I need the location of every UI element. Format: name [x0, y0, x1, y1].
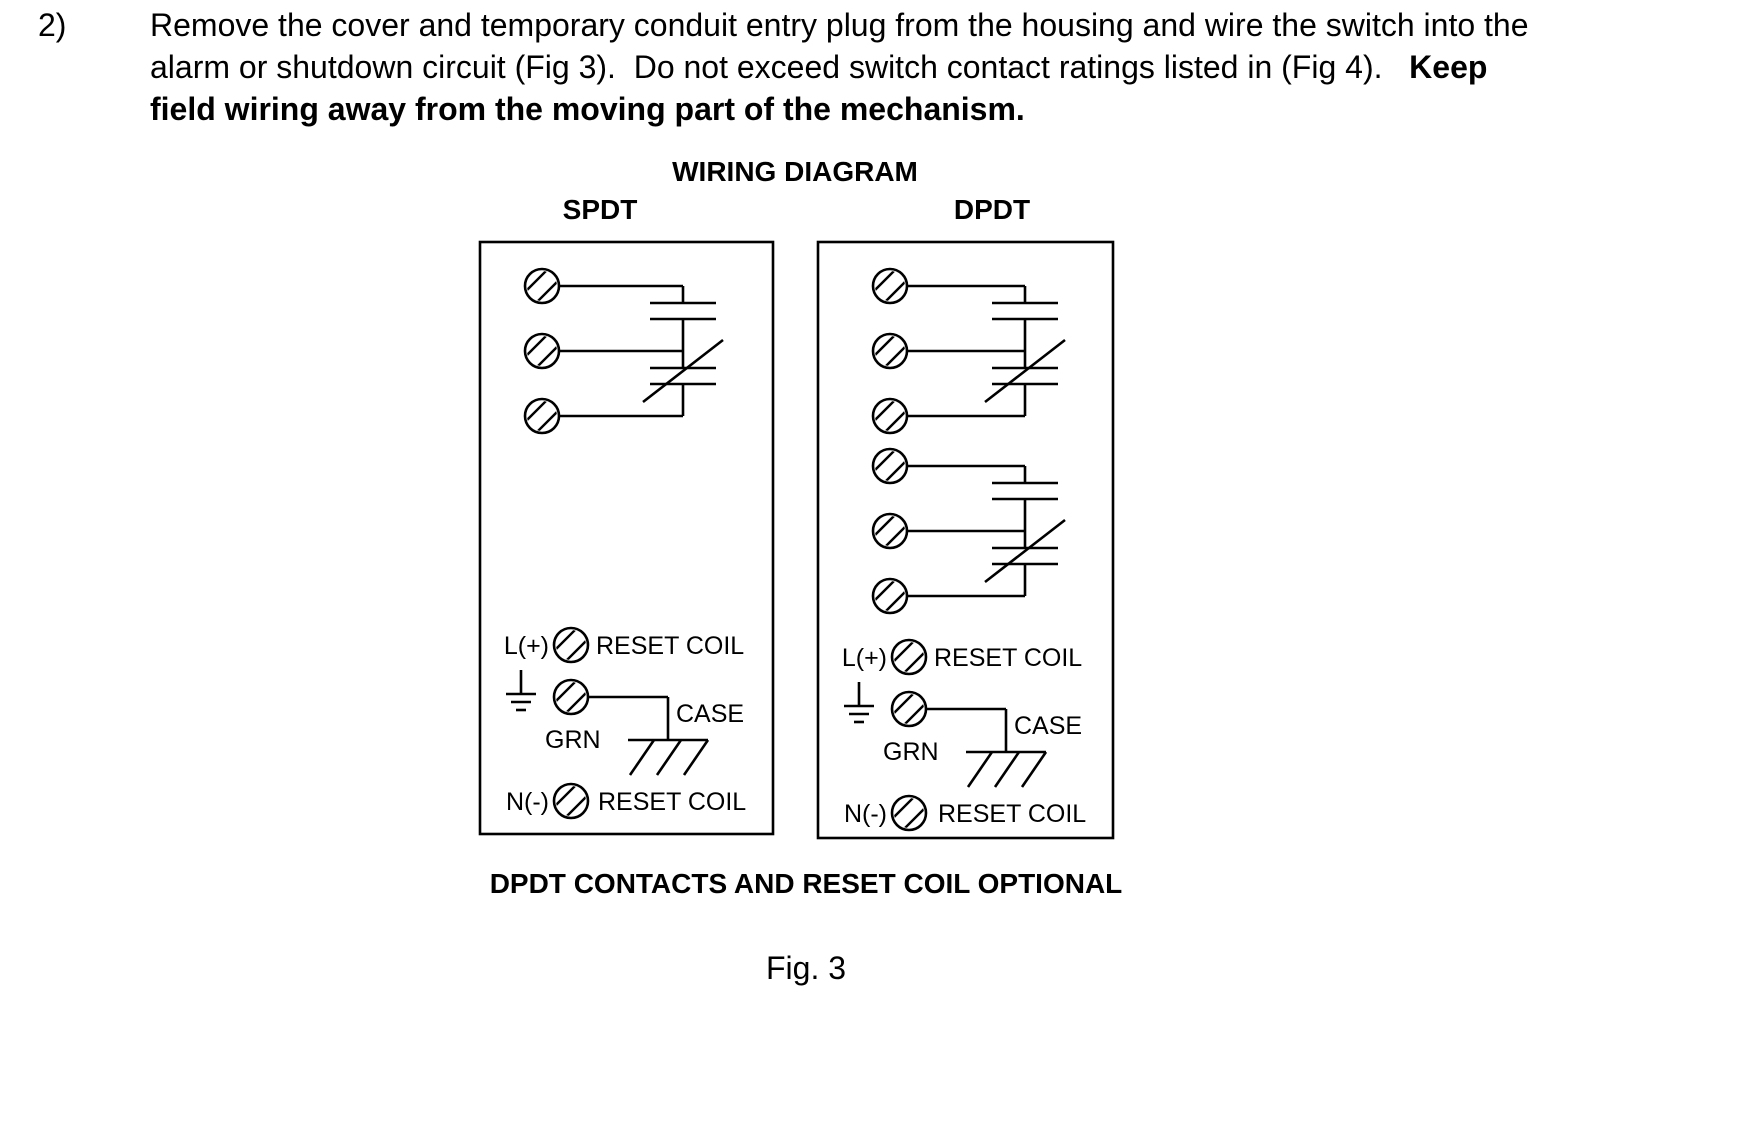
spdt-panel: L(+) RESET COIL CASE GRN N(-) RESET COIL	[478, 240, 775, 836]
terminal-icon	[518, 327, 566, 375]
dpdt-label: DPDT	[954, 194, 1030, 225]
terminal-icon	[866, 392, 914, 440]
step-text: Remove the cover and temporary conduit e…	[150, 4, 1550, 130]
chassis-ground-icon	[626, 738, 710, 777]
step-text-normal: Remove the cover and temporary conduit e…	[150, 7, 1538, 85]
terminal-icon	[518, 262, 566, 310]
dpdt-lplus-label: L(+)	[842, 644, 887, 672]
earth-ground-icon	[504, 668, 538, 712]
step-number: 2)	[38, 7, 67, 43]
terminal-icon	[518, 392, 566, 440]
terminal-icon	[885, 633, 933, 681]
dpdt-panel: L(+) RESET COIL CASE GRN N(-) RESET COIL	[816, 240, 1115, 840]
terminal-icon	[885, 789, 933, 837]
dpdt-grn-label: GRN	[883, 738, 939, 766]
terminal-icon	[547, 621, 595, 669]
dpdt-reset-coil-bottom-label: RESET COIL	[938, 800, 1086, 828]
terminal-icon	[885, 685, 933, 733]
spdt-label: SPDT	[563, 194, 638, 225]
dpdt-nminus-label: N(-)	[844, 800, 887, 828]
step-text-bold: Keep field wiring away from the moving p…	[150, 49, 1497, 127]
terminal-icon	[547, 673, 595, 721]
spdt-lplus-label: L(+)	[504, 632, 549, 660]
spdt-case-label: CASE	[676, 700, 744, 728]
dpdt-wires	[907, 284, 1025, 598]
earth-ground-icon	[842, 680, 876, 724]
spdt-grn-label: GRN	[545, 726, 601, 754]
spdt-nminus-label: N(-)	[506, 788, 549, 816]
terminal-icon	[866, 442, 914, 490]
dpdt-case-wire	[926, 707, 1008, 752]
diagram-caption: DPDT CONTACTS AND RESET COIL OPTIONAL	[490, 868, 1123, 899]
diagram-title: WIRING DIAGRAM	[672, 156, 918, 187]
dpdt-reset-coil-top-label: RESET COIL	[934, 644, 1082, 672]
terminal-icon	[866, 572, 914, 620]
spdt-reset-coil-top-label: RESET COIL	[596, 632, 744, 660]
terminal-icon	[866, 262, 914, 310]
dpdt-case-label: CASE	[1014, 712, 1082, 740]
dpdt-box	[816, 240, 1115, 840]
chassis-ground-icon	[964, 750, 1048, 789]
figure-label: Fig. 3	[766, 950, 846, 986]
spdt-reset-coil-bottom-label: RESET COIL	[598, 788, 746, 816]
terminal-icon	[866, 327, 914, 375]
terminal-icon	[866, 507, 914, 555]
spdt-case-wire	[588, 695, 670, 740]
spdt-box	[478, 240, 775, 836]
terminal-icon	[547, 777, 595, 825]
spdt-wires	[559, 284, 683, 418]
